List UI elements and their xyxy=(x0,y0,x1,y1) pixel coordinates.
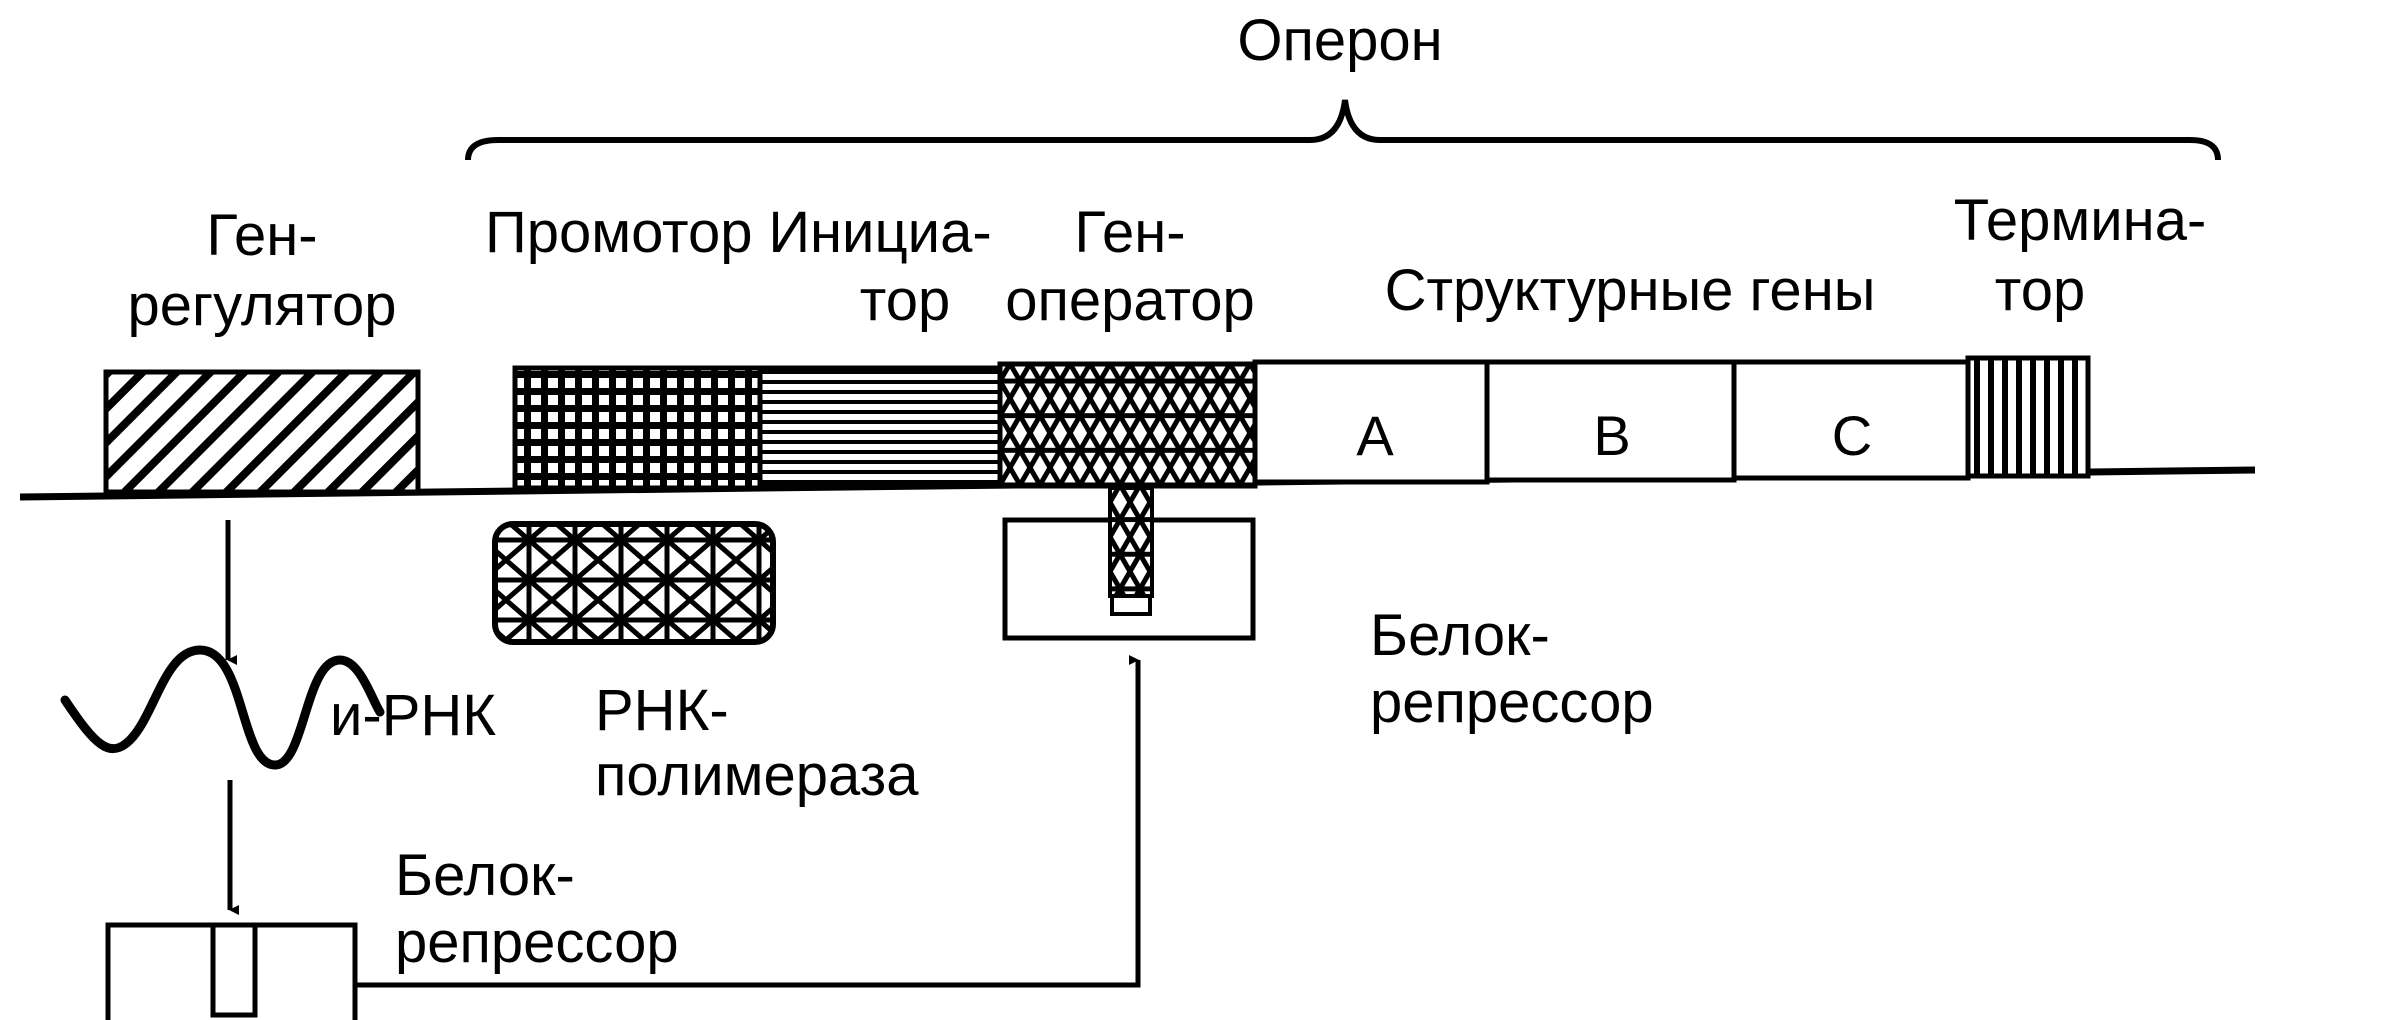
rna-polymerase-label-2: полимераза xyxy=(595,743,919,808)
structural-gene-c-box xyxy=(1731,359,1971,481)
structural-gene-c-label: C xyxy=(1832,404,1872,467)
structural-gene-b-label: B xyxy=(1593,404,1630,467)
gene-regulator-block xyxy=(103,369,421,495)
free-repressor-label-2: репрессор xyxy=(395,910,679,975)
terminator-block xyxy=(1965,355,2091,479)
terminator-label-2: тор xyxy=(1995,258,2085,323)
free-repressor-notch xyxy=(210,922,258,1018)
gene-regulator-label-1: Ген- xyxy=(206,203,317,268)
rna-polymerase-label-1: РНК- xyxy=(595,678,729,743)
promoter-label: Промотор xyxy=(485,200,753,265)
repressor-to-operator-arrow xyxy=(355,655,1141,988)
terminator-label-1: Термина- xyxy=(1954,188,2207,253)
initiator-label-2: тор xyxy=(860,268,950,333)
initiator-block xyxy=(757,365,1003,489)
structural-gene-a-label: A xyxy=(1356,404,1394,467)
gene-regulator-label-2: регулятор xyxy=(127,273,396,338)
operator-repressor-notch xyxy=(1110,594,1152,616)
bound-repressor-label-2: репрессор xyxy=(1370,670,1654,735)
gene-operator-block xyxy=(997,361,1258,489)
gene-operator-label-1: Ген- xyxy=(1074,200,1185,265)
operator-repressor-stem xyxy=(1108,486,1154,598)
mrna-label: и-РНК xyxy=(330,683,496,748)
mrna-wave xyxy=(60,645,385,770)
free-repressor-label-1: Белок- xyxy=(395,843,575,908)
promoter-block xyxy=(512,365,763,491)
initiator-label-1: Инициа- xyxy=(768,200,991,265)
operon-label: Оперон xyxy=(1237,8,1442,73)
structural-gene-b-box xyxy=(1484,359,1737,483)
structural-genes-label: Структурные гены xyxy=(1385,258,1876,323)
gene-operator-label-2: оператор xyxy=(1005,268,1255,333)
rna-polymerase-shape xyxy=(492,521,776,645)
bound-repressor-label-1: Белок- xyxy=(1370,603,1550,668)
operon-brace xyxy=(465,99,2221,161)
